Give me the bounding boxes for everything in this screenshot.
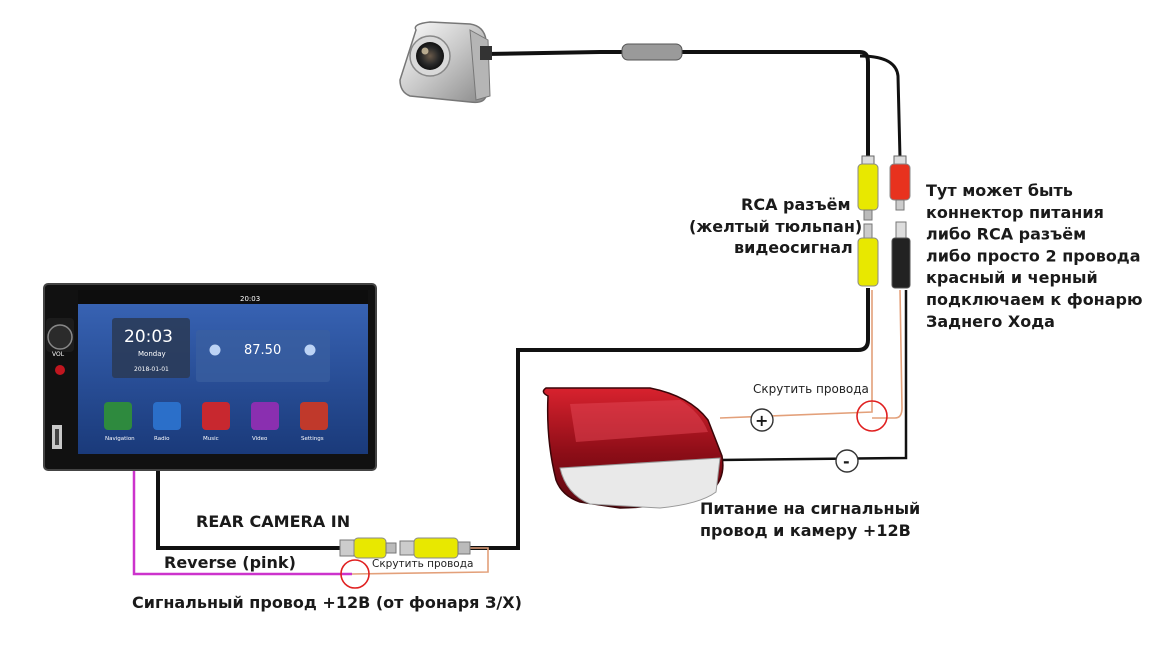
note-line: либо RCA разъём <box>926 225 1086 244</box>
signal-wire-label: Сигнальный провод +12В (от фонаря З/Х) <box>132 593 522 612</box>
app-label: Radio <box>154 436 170 442</box>
camera-cable <box>485 50 870 158</box>
plus-terminal: + <box>750 408 774 432</box>
app-label: Settings <box>301 436 324 442</box>
rca-subtitle-2: видеосигнал <box>734 238 853 257</box>
note-line: подключаем к фонарю <box>926 290 1143 309</box>
minus-symbol: - <box>843 452 850 471</box>
camera-power-lead <box>859 54 902 159</box>
bottom-thin-wire <box>351 547 489 575</box>
twist-label-bottom: Скрутить провода <box>372 558 473 570</box>
power-label-1: Питание на сигнальный <box>700 499 920 518</box>
radio-next-icon[interactable] <box>304 344 316 356</box>
rca-subtitle: (желтый тюльпан) <box>689 217 862 236</box>
rca-connector-head-unit <box>339 537 397 559</box>
status-time: 20:03 <box>240 295 260 303</box>
note-line: красный и черный <box>926 268 1098 287</box>
app-label: Video <box>252 436 268 442</box>
note-line: Тут может быть <box>926 181 1073 200</box>
note-line: коннектор питания <box>926 203 1104 222</box>
rca-connector-bottom <box>857 221 911 289</box>
app-video[interactable]: Video <box>251 402 279 442</box>
cable-inline-box <box>621 43 683 61</box>
video-cable <box>470 288 870 550</box>
app-label: Navigation <box>105 436 135 442</box>
app-radio[interactable]: Radio <box>153 402 181 442</box>
radio-widget <box>196 330 330 382</box>
app-navigation[interactable]: Navigation <box>104 402 135 442</box>
rear-camera-cable <box>156 470 340 550</box>
navigation-icon[interactable] <box>104 402 132 430</box>
rca-connector-camera-side <box>399 537 471 559</box>
radio-prev-icon[interactable] <box>209 344 221 356</box>
clock-widget <box>112 318 190 378</box>
twist-circle-top <box>856 400 888 432</box>
reverse-pink-label: Reverse (pink) <box>164 553 296 572</box>
minus-wire <box>719 290 908 462</box>
music-icon[interactable] <box>202 402 230 430</box>
connector-note: Тут может быть коннектор питания либо RCA … <box>926 181 1143 331</box>
app-music[interactable]: Music <box>202 402 230 442</box>
clock-day: Monday <box>138 350 166 358</box>
note-line: Заднего Хода <box>926 312 1055 331</box>
app-label: Music <box>203 436 219 442</box>
plus-wire <box>719 290 873 419</box>
tail-light <box>542 387 724 509</box>
minus-terminal: - <box>835 449 859 473</box>
radio-icon[interactable] <box>153 402 181 430</box>
note-line: либо просто 2 провода <box>926 246 1141 265</box>
head-unit: VOL 20:03 20:03 Monday 2018-01-01 87.50 … <box>43 283 377 471</box>
rear-camera-in-label: REAR CAMERA IN <box>196 512 350 531</box>
power-label-2: провод и камеру +12В <box>700 521 911 540</box>
settings-icon[interactable] <box>300 402 328 430</box>
plus-symbol: + <box>755 411 768 430</box>
app-settings[interactable]: Settings <box>300 402 328 442</box>
reverse-pink-wire <box>132 470 352 576</box>
rca-connector-top <box>857 155 911 221</box>
clock-date: 2018-01-01 <box>134 366 169 373</box>
apps-row: Navigation Radio Music Video Settings <box>104 402 328 442</box>
twist-label-top: Скрутить провода <box>753 382 869 396</box>
rear-camera <box>399 21 492 104</box>
radio-frequency: 87.50 <box>244 343 281 358</box>
vol-label: VOL <box>52 351 65 358</box>
home-button-icon[interactable] <box>55 365 65 375</box>
twist-circle-bottom <box>340 559 370 589</box>
video-icon[interactable] <box>251 402 279 430</box>
red-wire <box>872 289 903 419</box>
rca-title: RCA разъём <box>741 195 851 214</box>
clock-time: 20:03 <box>124 327 173 347</box>
